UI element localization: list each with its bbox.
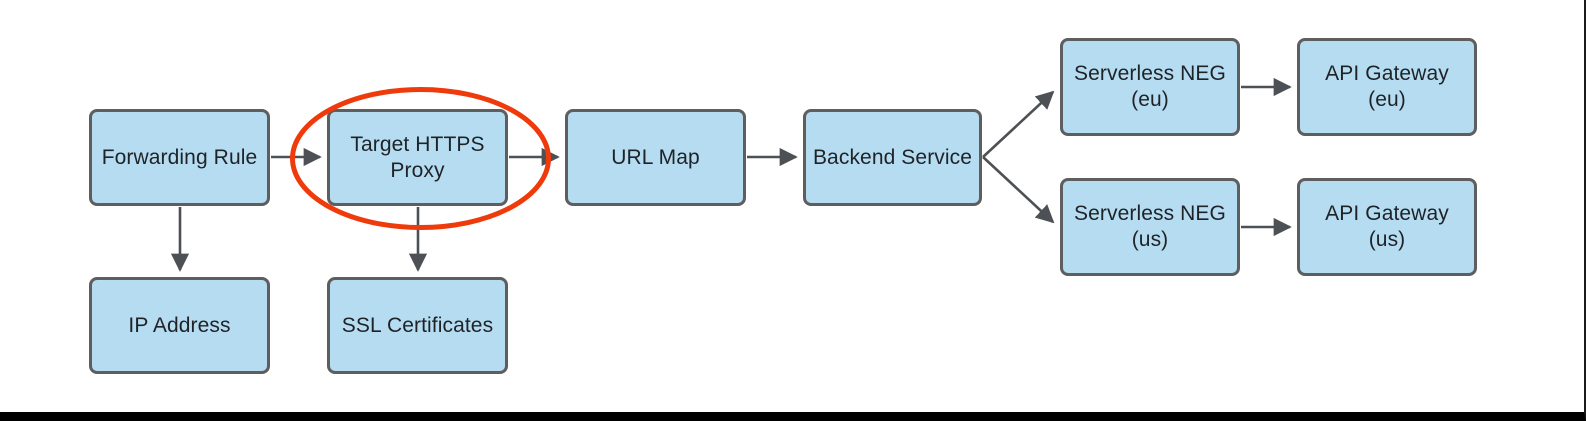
node-label: SSL Certificates [341,313,494,337]
node-url-map[interactable]: URL Map [565,109,746,206]
edge-backend-service-to-serverless-neg-eu [982,90,1055,158]
node-serverless-neg-us[interactable]: Serverless NEG (us) [1060,178,1240,276]
node-label: Forwarding Rule [101,145,258,169]
node-label: Serverless NEG (us) [1074,202,1226,251]
node-label: API Gateway (us) [1325,202,1449,251]
node-target-https-proxy[interactable]: Target HTTPS Proxy [327,109,508,206]
node-serverless-neg-eu[interactable]: Serverless NEG (eu) [1060,38,1240,136]
edge-backend-service-to-serverless-neg-us [982,156,1055,224]
node-api-gateway-us[interactable]: API Gateway (us) [1297,178,1477,276]
node-ssl-certificates[interactable]: SSL Certificates [327,277,508,374]
node-label: URL Map [611,145,700,169]
node-backend-service[interactable]: Backend Service [803,109,982,206]
node-ip-address[interactable]: IP Address [89,277,270,374]
node-forwarding-rule[interactable]: Forwarding Rule [89,109,270,206]
node-label: Backend Service [812,145,973,169]
node-label: IP Address [128,313,231,337]
node-label: Target HTTPS Proxy [350,132,485,182]
node-api-gateway-eu[interactable]: API Gateway (eu) [1297,38,1477,136]
node-label: API Gateway (eu) [1325,62,1449,111]
node-label: Serverless NEG (eu) [1074,62,1226,111]
